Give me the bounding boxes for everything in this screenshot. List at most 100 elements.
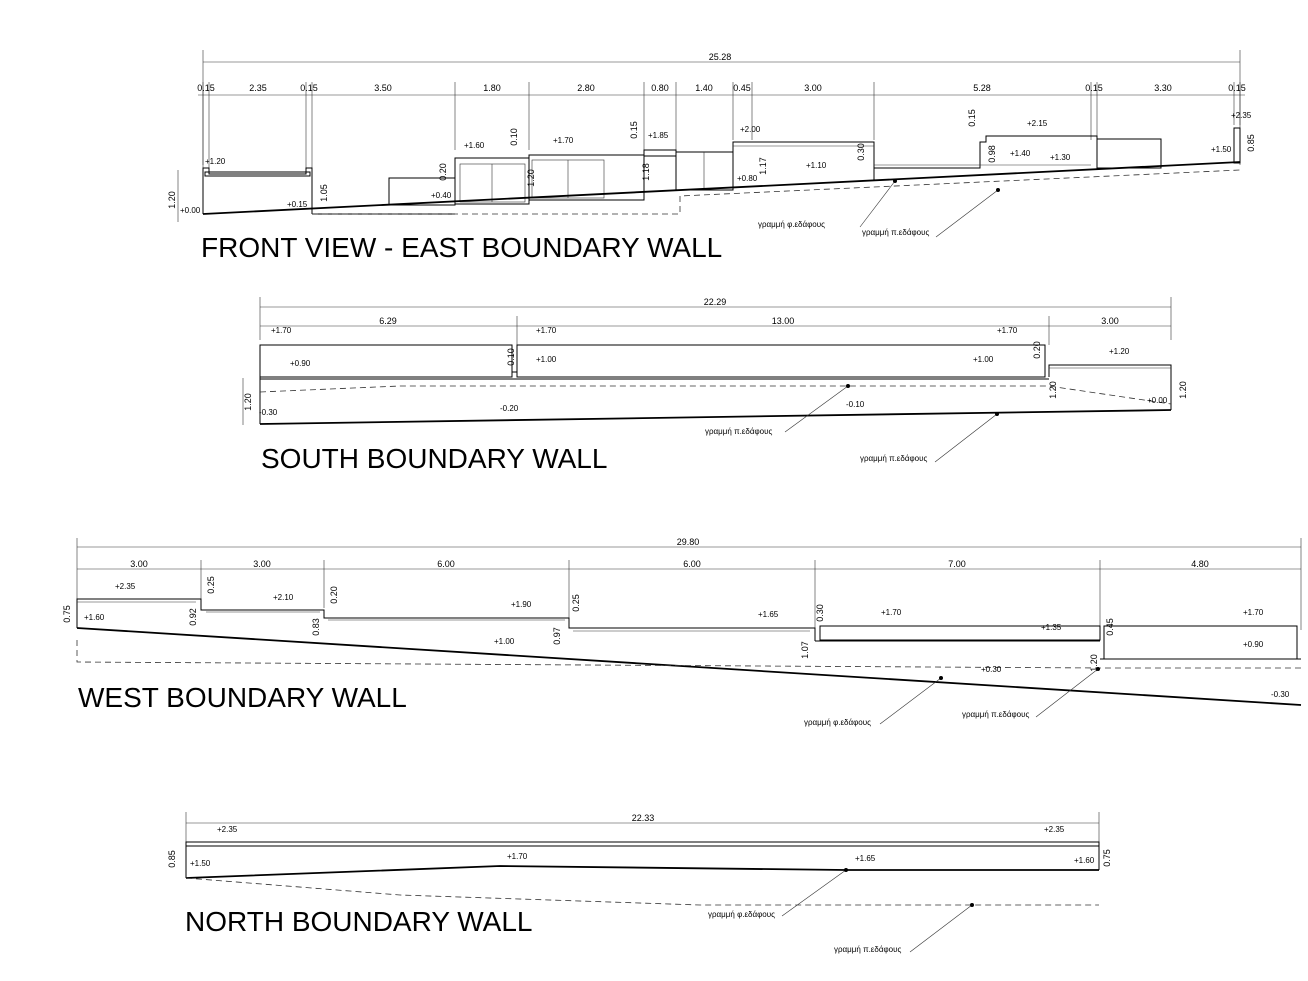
east-h-12: 0.85 [1246, 134, 1256, 152]
south-lvl-7: +1.20 [1109, 347, 1130, 356]
north-wall-coping [185, 841, 1100, 847]
west-lvl-1: +2.35 [115, 582, 136, 591]
south-lvl-3: +1.70 [536, 326, 557, 335]
west-lvl-10: +1.70 [1243, 608, 1264, 617]
north-lvl-1: +2.35 [217, 825, 238, 834]
east-seg-14: 0.15 [1228, 83, 1246, 93]
west-h-2: 0.25 [206, 576, 216, 594]
south-seg-3: 3.00 [1101, 316, 1119, 326]
west-lvl-7: +1.70 [881, 608, 902, 617]
north-total-dimension: 22.33 [632, 813, 655, 823]
north-lvl-5: +1.65 [855, 854, 876, 863]
east-lvl-2: +0.00 [180, 206, 201, 215]
west-seg-2: 3.00 [253, 559, 271, 569]
south-lvl-9: -0.20 [500, 404, 519, 413]
west-railing-2 [1103, 625, 1298, 660]
east-lvl-5: +1.70 [553, 136, 574, 145]
east-seg-5: 1.80 [483, 83, 501, 93]
west-total-dimension: 29.80 [677, 537, 700, 547]
east-h-9: 0.30 [856, 143, 866, 161]
south-lvl-10: -0.10 [846, 400, 865, 409]
west-h-7: 0.97 [552, 627, 562, 645]
north-ground-line [185, 865, 1099, 879]
east-lvl-3: +0.15 [287, 200, 308, 209]
east-lvl-7: +2.00 [740, 125, 761, 134]
east-gate-3 [675, 151, 734, 191]
south-h-2: 0.10 [506, 348, 516, 366]
west-lvl-5: +1.00 [494, 637, 515, 646]
west-railing-1 [819, 625, 1101, 641]
west-h-6: 0.25 [571, 594, 581, 612]
east-seg-2: 2.35 [249, 83, 267, 93]
west-seg-1: 3.00 [130, 559, 148, 569]
north-note-2: γραμμή π.εδάφους [834, 945, 901, 954]
west-note-2: γραμμή π.εδάφους [962, 710, 1029, 719]
east-lvl-6: +1.85 [648, 131, 669, 140]
west-lvl-3: +2.10 [273, 593, 294, 602]
east-lvl-11: +1.30 [1050, 153, 1071, 162]
east-gate-1 [459, 163, 526, 203]
east-segment-labels: 0.15 2.35 0.15 3.50 1.80 2.80 0.80 1.40 … [197, 83, 1246, 93]
west-h-9: 1.07 [800, 641, 810, 659]
east-railing-2 [1096, 138, 1162, 169]
east-h-2: 1.05 [319, 184, 329, 202]
north-h-1: 0.85 [167, 850, 177, 868]
west-h-1: 0.75 [62, 605, 72, 623]
east-h-7: 1.18 [641, 163, 651, 181]
east-title: FRONT VIEW - EAST BOUNDARY WALL [201, 232, 722, 263]
south-railing-1 [259, 344, 513, 378]
east-seg-8: 1.40 [695, 83, 713, 93]
east-ground-line [202, 161, 1241, 215]
east-seg-1: 0.15 [197, 83, 215, 93]
south-lvl-6: +1.00 [973, 355, 994, 364]
east-lvl-12: +2.35 [1231, 111, 1252, 120]
west-lvl-2: +1.60 [84, 613, 105, 622]
east-lvl-15: +0.80 [737, 174, 758, 183]
west-seg-5: 7.00 [948, 559, 966, 569]
east-note-ground-2: γραμμή π.εδάφους [862, 228, 929, 237]
east-seg-3: 0.15 [300, 83, 318, 93]
west-h-8: 0.30 [815, 604, 825, 622]
north-lvl-2: +2.35 [1044, 825, 1065, 834]
west-lvl-6: +1.65 [758, 610, 779, 619]
west-lvl-9: +0.30 [981, 665, 1002, 674]
east-total-dimension: 25.28 [709, 52, 732, 62]
south-total-dimension: 22.29 [704, 297, 727, 307]
west-lvl-8: +1.35 [1041, 623, 1062, 632]
east-h-3: 0.20 [438, 163, 448, 181]
south-h-5: 1.20 [1178, 381, 1188, 399]
south-h-3: 0.20 [1032, 341, 1042, 359]
east-lvl-1: +1.20 [205, 157, 226, 166]
south-ground-line [259, 409, 1172, 425]
east-seg-6: 2.80 [577, 83, 595, 93]
east-seg-12: 0.15 [1085, 83, 1103, 93]
south-lvl-4: +1.00 [536, 355, 557, 364]
west-seg-6: 4.80 [1191, 559, 1209, 569]
south-elevation: 22.29 6.29 13.00 3.00 1.20 0.10 0.20 1.2… [242, 297, 1188, 474]
south-h-4: 1.20 [1048, 381, 1058, 399]
south-lvl-2: +0.90 [290, 359, 311, 368]
west-h-11: 1.20 [1089, 654, 1099, 672]
north-lvl-4: +1.70 [507, 852, 528, 861]
north-lvl-6: +1.60 [1074, 856, 1095, 865]
west-h-3: 0.92 [188, 608, 198, 626]
east-seg-4: 3.50 [374, 83, 392, 93]
east-seg-10: 3.00 [804, 83, 822, 93]
east-note-ground-1: γραμμή φ.εδάφους [758, 220, 825, 229]
east-lvl-13: +1.50 [1211, 145, 1232, 154]
west-h-5: 0.83 [311, 618, 321, 636]
west-lvl-12: -0.30 [1271, 690, 1290, 699]
east-seg-13: 3.30 [1154, 83, 1172, 93]
east-lvl-8: +1.10 [806, 161, 827, 170]
south-seg-2: 13.00 [772, 316, 795, 326]
south-note-1: γραμμή π.εδάφους [705, 427, 772, 436]
north-lvl-3: +1.50 [190, 859, 211, 868]
west-lvl-4: +1.90 [511, 600, 532, 609]
west-title: WEST BOUNDARY WALL [78, 682, 407, 713]
east-lvl-10: +1.40 [1010, 149, 1031, 158]
south-lvl-11: +0.00 [1147, 396, 1168, 405]
east-seg-11: 5.28 [973, 83, 991, 93]
north-h-2: 0.75 [1102, 849, 1112, 867]
west-lvl-11: +0.90 [1243, 640, 1264, 649]
